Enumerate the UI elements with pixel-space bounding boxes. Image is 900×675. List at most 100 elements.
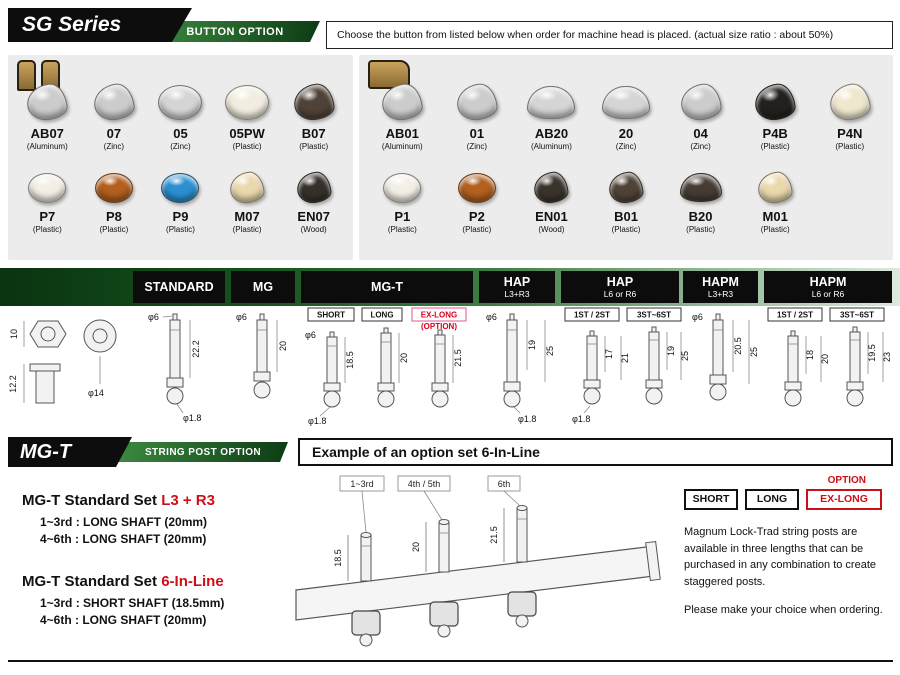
dim-total: 20 [820,354,830,364]
set2-title-prefix: MG-T Standard Set [22,573,162,590]
button-rows-left: AB07 (Aluminum) 07 (Zinc) 05 (Zinc) [14,79,347,256]
button-photo [532,170,570,205]
spec-col-subtitle: L3+R3 [707,288,734,299]
button-option-item: P9 (Plastic) [147,168,214,257]
set1-line1: 1~3rd : LONG SHAFT (20mm) [40,515,208,529]
button-code: 04 [693,126,708,141]
set1-line2: 4~6th : LONG SHAFT (20mm) [40,532,207,546]
button-code: P1 [394,208,411,224]
button-photo [679,173,722,202]
button-material: (Zinc) [690,142,711,151]
button-code: P8 [105,208,122,224]
button-photo [602,85,651,119]
button-option-banner: BUTTON OPTION [150,21,320,42]
button-photo-wrap [225,81,270,123]
button-code: EN01 [535,208,568,224]
diagram-label-1-3rd: 1~3rd [350,479,373,489]
button-material: (Plastic) [387,224,417,234]
button-photo-wrap [753,81,797,123]
button-option-item: P1 (Plastic) [365,168,440,257]
dim-phi6: φ6 [692,312,703,322]
button-material: (Zinc) [103,142,125,151]
button-option-item: B07 (Plastic) [280,79,347,168]
button-material: (Plastic) [99,224,129,234]
button-option-item: 07 (Zinc) [81,79,148,168]
standard-post-drawing: φ6 22.2 φ1.8 [148,312,201,423]
short-option-box: SHORT [684,489,738,510]
button-photo-wrap [383,170,422,206]
option-set-diagram: 1~3rd 4th / 5th 6th 18.5 [282,470,672,662]
example-title: Example of an option set 6-In-Line [312,444,540,460]
button-material: (Plastic) [760,224,790,234]
button-photo [753,82,797,122]
button-code: 05PW [229,126,265,141]
button-row: AB01 (Aluminum) 01 (Zinc) AB20 (Aluminum… [365,79,887,168]
button-photo-wrap [678,81,723,123]
button-code: 01 [469,126,485,141]
hap-l6r6-post-drawings: 1ST / 2ST 3ST~6ST 17 21 [564,307,690,424]
button-material: (Plastic) [232,224,262,234]
dim-total: 23 [882,352,892,362]
spec-col-title: MG [252,279,274,294]
set1-title-prefix: MG-T Standard Set [22,492,162,509]
button-photo [291,82,336,122]
set-descriptions: MG-T Standard Set L3 + R3 1~3rd : LONG S… [22,492,224,630]
button-code: B07 [301,126,326,141]
button-photo-wrap [527,81,576,123]
button-option-item: B20 (Plastic) [663,168,738,257]
spec-col-subtitle: L6 or R6 [811,288,845,299]
hap-l3r3-post-drawing: φ6 19 25 φ1.8 [486,312,555,424]
button-panels: AB07 (Aluminum) 07 (Zinc) 05 (Zinc) [8,55,893,260]
button-photo [380,82,425,122]
dim-phi18: φ1.8 [183,413,201,423]
button-row: AB07 (Aluminum) 07 (Zinc) 05 (Zinc) [14,79,347,168]
button-code: P4B [762,126,788,141]
mgt-banner-label: MG-T [20,440,72,463]
tag-1st-2st: 1ST / 2ST [777,311,813,320]
button-photo-wrap [679,170,722,206]
bottom-divider [8,660,893,662]
empty-cell [812,168,887,257]
button-photo-wrap [455,81,499,123]
dim-long-length: 20 [399,353,409,363]
shaft-option-boxes: SHORT LONG EX-LONG [684,489,892,510]
dim-washer-dia: φ14 [88,388,104,398]
button-photo [756,170,794,205]
set2-title: MG-T Standard Set 6-In-Line [22,573,224,590]
dim-length: 20 [278,341,288,351]
button-code: M07 [234,208,260,224]
button-option-item: M01 (Plastic) [738,168,813,257]
dim-total: 25 [545,346,555,356]
button-option-label: BUTTON OPTION [186,25,284,38]
dim-upper: 19 [527,340,537,350]
spec-col-title: MG-T [371,279,403,294]
button-photo-wrap [756,170,794,206]
button-photo-wrap [380,81,425,123]
series-title: SG Series [22,13,122,36]
button-option-item: P7 (Plastic) [14,168,81,257]
dim-total: 25 [749,347,759,357]
dim-exlong-length: 21.5 [453,349,463,367]
button-code: B01 [614,208,638,224]
button-photo-wrap [602,81,651,123]
button-material: (Aluminum) [530,142,572,151]
dim-phi6: φ6 [305,330,316,340]
button-photo [455,82,499,122]
button-photo-wrap [827,81,872,123]
diagram-label-4th-5th: 4th / 5th [408,479,441,489]
spec-col-header-mg: MG [231,271,295,303]
button-photo-wrap [295,170,333,206]
button-photo [457,172,496,203]
button-photo [28,172,67,203]
button-photo-wrap [25,81,70,123]
tag-long: LONG [370,311,393,320]
exlong-option-box: EX-LONG [806,489,882,510]
option-notes: OPTION SHORT LONG EX-LONG Magnum Lock-Tr… [684,475,892,619]
dim-upper: 20.5 [733,337,743,355]
button-photo-wrap [228,170,266,206]
button-photo-wrap [92,81,136,123]
button-photo-wrap [607,170,645,206]
